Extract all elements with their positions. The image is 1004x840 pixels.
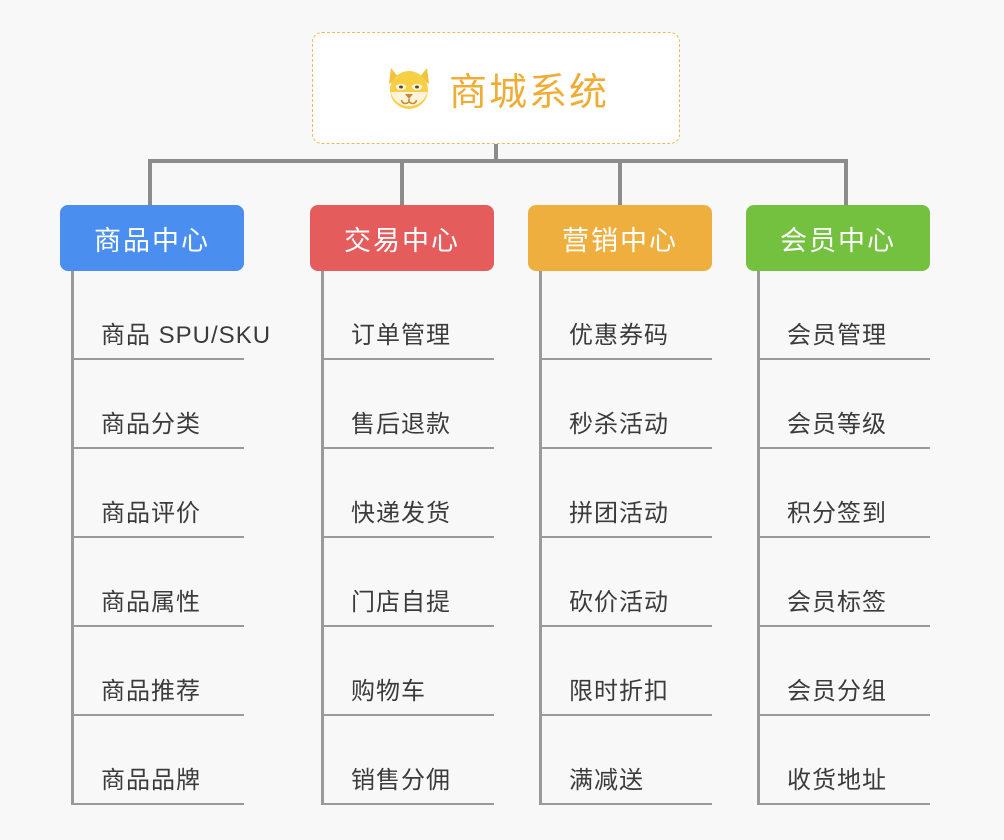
dog-face-icon: [383, 62, 435, 114]
leaf-label: 会员管理: [787, 322, 887, 349]
leaf-label: 会员等级: [787, 411, 887, 438]
category-header-4[interactable]: 会员中心: [746, 205, 930, 271]
leaf-label: 商品推荐: [101, 678, 201, 705]
category-column-1: 商品中心 商品 SPU/SKU 商品分类 商品评价 商品属性 商品推荐 商品品牌: [60, 205, 270, 805]
leaf-label: 商品品牌: [101, 767, 201, 794]
connector-drop-1: [148, 159, 152, 207]
leaf-list-3: 优惠券码 秒杀活动 拼团活动 砍价活动 限时折扣 满减送: [528, 271, 712, 805]
leaf-label: 砍价活动: [569, 589, 669, 616]
leaf-item[interactable]: 拼团活动: [539, 449, 712, 538]
leaf-item[interactable]: 销售分佣: [321, 716, 494, 805]
leaf-item[interactable]: 门店自提: [321, 538, 494, 627]
connector-drop-3: [618, 159, 622, 207]
leaf-item[interactable]: 收货地址: [757, 716, 930, 805]
leaf-item[interactable]: 商品 SPU/SKU: [71, 271, 270, 360]
leaf-item[interactable]: 会员标签: [757, 538, 930, 627]
leaf-list-4: 会员管理 会员等级 积分签到 会员标签 会员分组 收货地址: [746, 271, 930, 805]
leaf-item[interactable]: 商品属性: [71, 538, 244, 627]
leaf-item[interactable]: 商品评价: [71, 449, 244, 538]
category-header-3[interactable]: 营销中心: [528, 205, 712, 271]
leaf-label: 满减送: [569, 767, 644, 794]
leaf-label: 限时折扣: [569, 678, 669, 705]
leaf-list-2: 订单管理 售后退款 快递发货 门店自提 购物车 销售分佣: [310, 271, 494, 805]
leaf-label: 优惠券码: [569, 322, 669, 349]
leaf-item[interactable]: 会员管理: [757, 271, 930, 360]
leaf-label: 商品 SPU/SKU: [101, 322, 272, 349]
leaf-item[interactable]: 会员分组: [757, 627, 930, 716]
leaf-item[interactable]: 购物车: [321, 627, 494, 716]
leaf-label: 拼团活动: [569, 500, 669, 527]
leaf-list-1: 商品 SPU/SKU 商品分类 商品评价 商品属性 商品推荐 商品品牌: [60, 271, 270, 805]
connector-drop-2: [400, 159, 404, 207]
leaf-label: 会员分组: [787, 678, 887, 705]
leaf-item[interactable]: 快递发货: [321, 449, 494, 538]
leaf-label: 订单管理: [351, 322, 451, 349]
leaf-label: 会员标签: [787, 589, 887, 616]
category-header-label: 交易中心: [344, 225, 460, 256]
leaf-item[interactable]: 商品分类: [71, 360, 244, 449]
leaf-label: 商品评价: [101, 500, 201, 527]
leaf-label: 收货地址: [787, 767, 887, 794]
leaf-item[interactable]: 满减送: [539, 716, 712, 805]
leaf-item[interactable]: 会员等级: [757, 360, 930, 449]
category-column-3: 营销中心 优惠券码 秒杀活动 拼团活动 砍价活动 限时折扣 满减送: [528, 205, 712, 805]
leaf-label: 快递发货: [351, 500, 451, 527]
category-column-4: 会员中心 会员管理 会员等级 积分签到 会员标签 会员分组 收货地址: [746, 205, 930, 805]
category-header-2[interactable]: 交易中心: [310, 205, 494, 271]
leaf-item[interactable]: 售后退款: [321, 360, 494, 449]
leaf-label: 秒杀活动: [569, 411, 669, 438]
leaf-item[interactable]: 秒杀活动: [539, 360, 712, 449]
leaf-label: 商品分类: [101, 411, 201, 438]
category-header-1[interactable]: 商品中心: [60, 205, 244, 271]
leaf-item[interactable]: 限时折扣: [539, 627, 712, 716]
connector-bus: [148, 159, 848, 163]
leaf-item[interactable]: 商品品牌: [71, 716, 244, 805]
category-column-2: 交易中心 订单管理 售后退款 快递发货 门店自提 购物车 销售分佣: [310, 205, 494, 805]
connector-drop-4: [844, 159, 848, 207]
leaf-item[interactable]: 优惠券码: [539, 271, 712, 360]
category-header-label: 商品中心: [94, 225, 210, 256]
root-title: 商城系统: [448, 71, 609, 114]
leaf-label: 商品属性: [101, 589, 201, 616]
connector-stem: [494, 144, 498, 162]
leaf-item[interactable]: 商品推荐: [71, 627, 244, 716]
leaf-label: 售后退款: [351, 411, 451, 438]
leaf-item[interactable]: 订单管理: [321, 271, 494, 360]
category-header-label: 会员中心: [780, 225, 896, 256]
leaf-label: 购物车: [351, 678, 426, 705]
root-node[interactable]: 商城系统: [312, 32, 680, 144]
leaf-item[interactable]: 积分签到: [757, 449, 930, 538]
leaf-label: 积分签到: [787, 500, 887, 527]
leaf-label: 门店自提: [351, 589, 451, 616]
category-header-label: 营销中心: [562, 225, 678, 256]
leaf-item[interactable]: 砍价活动: [539, 538, 712, 627]
leaf-label: 销售分佣: [351, 767, 451, 794]
